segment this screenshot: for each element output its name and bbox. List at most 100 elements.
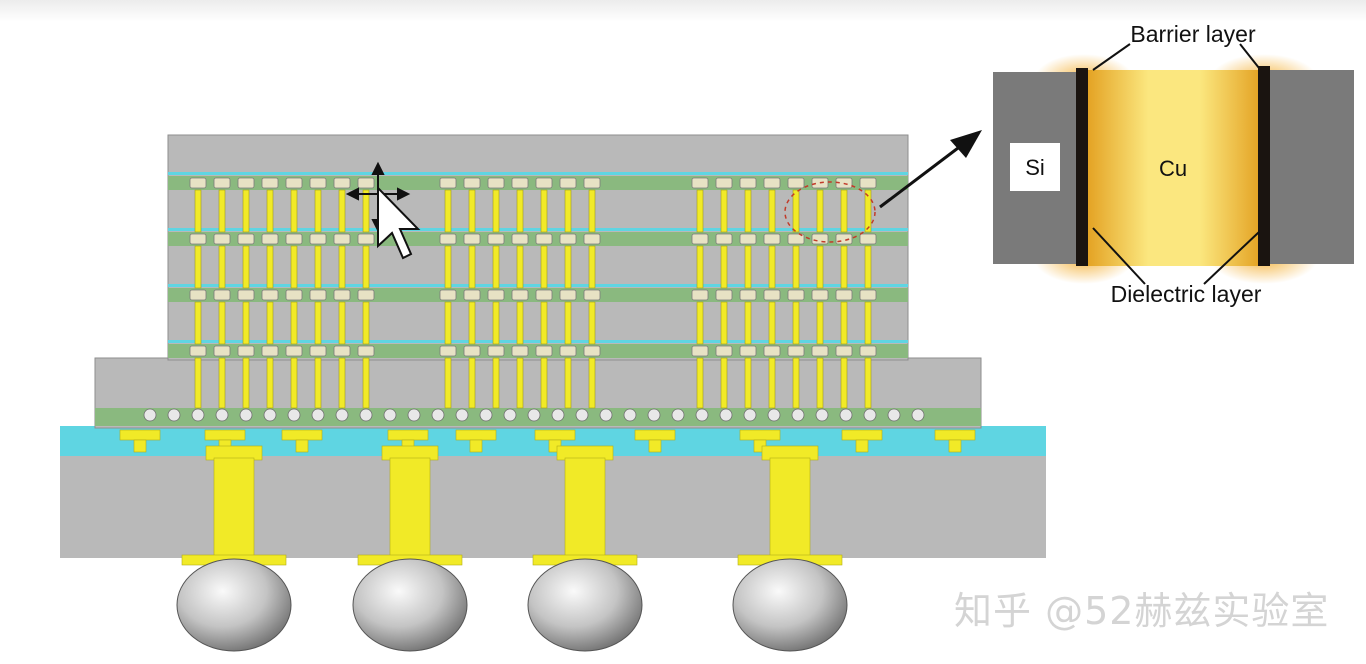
tsv-pillar xyxy=(696,189,704,233)
interposer-via xyxy=(588,357,596,409)
tsv-pillar xyxy=(516,189,524,233)
underfill-stripe xyxy=(168,228,908,231)
interposer-via xyxy=(768,357,776,409)
c4-bump xyxy=(791,408,805,422)
micro-bump xyxy=(739,233,757,245)
substrate-pad xyxy=(634,429,676,441)
micro-bump xyxy=(309,177,327,189)
micro-bump xyxy=(739,289,757,301)
micro-bump xyxy=(285,177,303,189)
micro-bump xyxy=(285,289,303,301)
micro-bump xyxy=(213,289,231,301)
micro-bump xyxy=(261,177,279,189)
micro-bump xyxy=(535,345,553,357)
tsv-pillar xyxy=(516,245,524,289)
micro-bump xyxy=(463,233,481,245)
interposer-via xyxy=(492,357,500,409)
tsv-pillar xyxy=(720,301,728,345)
c4-bump xyxy=(623,408,637,422)
tsv-pillar xyxy=(444,245,452,289)
micro-bump xyxy=(237,289,255,301)
micro-bump xyxy=(583,289,601,301)
micro-bump xyxy=(309,289,327,301)
callout-arrow xyxy=(879,130,982,209)
c4-bump xyxy=(167,408,181,422)
micro-bump xyxy=(535,289,553,301)
tsv-pillar xyxy=(588,189,596,233)
c4-bump xyxy=(143,408,157,422)
bga-solder-ball xyxy=(176,558,292,652)
micro-bump xyxy=(237,345,255,357)
interposer-via xyxy=(314,357,322,409)
tsv-pillar xyxy=(362,301,370,345)
c4-bump xyxy=(503,408,517,422)
interposer-via xyxy=(218,357,226,409)
micro-bump xyxy=(835,289,853,301)
micro-bump xyxy=(583,345,601,357)
underfill-stripe xyxy=(168,284,908,287)
cu-label: Cu xyxy=(1159,156,1187,181)
micro-bump xyxy=(583,233,601,245)
substrate-through-via xyxy=(564,457,606,557)
micro-bump xyxy=(763,345,781,357)
bga-solder-ball xyxy=(527,558,643,652)
c4-bump xyxy=(359,408,373,422)
tsv-pillar xyxy=(338,301,346,345)
tsv-pillar xyxy=(540,301,548,345)
tsv-pillar xyxy=(218,245,226,289)
micro-bump xyxy=(859,177,877,189)
interposer-via xyxy=(338,357,346,409)
micro-bump xyxy=(859,289,877,301)
c4-bump xyxy=(215,408,229,422)
tsv-pillar xyxy=(266,301,274,345)
tsv-pillar xyxy=(194,245,202,289)
substrate-pad xyxy=(387,429,429,441)
substrate-pad xyxy=(739,429,781,441)
micro-bump xyxy=(535,233,553,245)
micro-bump xyxy=(261,233,279,245)
tsv-pillar xyxy=(362,189,370,233)
tsv-pillar xyxy=(816,245,824,289)
micro-bump xyxy=(691,289,709,301)
c4-bump xyxy=(191,408,205,422)
tsv-pillar xyxy=(696,245,704,289)
micro-bump xyxy=(285,233,303,245)
c4-bump xyxy=(863,408,877,422)
micro-bump xyxy=(309,233,327,245)
c4-bump xyxy=(719,408,733,422)
tsv-pillar xyxy=(840,189,848,233)
c4-bump xyxy=(815,408,829,422)
micro-bump xyxy=(487,289,505,301)
tsv-pillar xyxy=(720,189,728,233)
c4-bump xyxy=(287,408,301,422)
micro-bump xyxy=(763,233,781,245)
tsv-pillar xyxy=(194,189,202,233)
tsv-pillar xyxy=(290,189,298,233)
micro-bump xyxy=(237,233,255,245)
tsv-pillar xyxy=(864,245,872,289)
micro-bump xyxy=(715,177,733,189)
micro-bump xyxy=(333,233,351,245)
substrate-pad xyxy=(119,429,161,441)
c4-bump xyxy=(647,408,661,422)
micro-bump xyxy=(691,233,709,245)
micro-bump xyxy=(357,233,375,245)
tsv-pillar xyxy=(492,245,500,289)
micro-bump xyxy=(333,289,351,301)
micro-bump xyxy=(811,233,829,245)
substrate-pad-stem xyxy=(469,439,483,453)
micro-bump xyxy=(213,345,231,357)
tsv-pillar xyxy=(218,301,226,345)
tsv-pillar xyxy=(840,301,848,345)
substrate-through-via xyxy=(213,457,255,557)
tsv-pillar xyxy=(768,189,776,233)
interposer-via xyxy=(290,357,298,409)
tsv-pillar xyxy=(564,301,572,345)
micro-bump xyxy=(189,177,207,189)
c4-bump xyxy=(671,408,685,422)
interposer-via xyxy=(444,357,452,409)
interposer-via xyxy=(744,357,752,409)
micro-bump xyxy=(189,233,207,245)
silicon-right xyxy=(1268,70,1354,264)
tsv-pillar xyxy=(242,189,250,233)
